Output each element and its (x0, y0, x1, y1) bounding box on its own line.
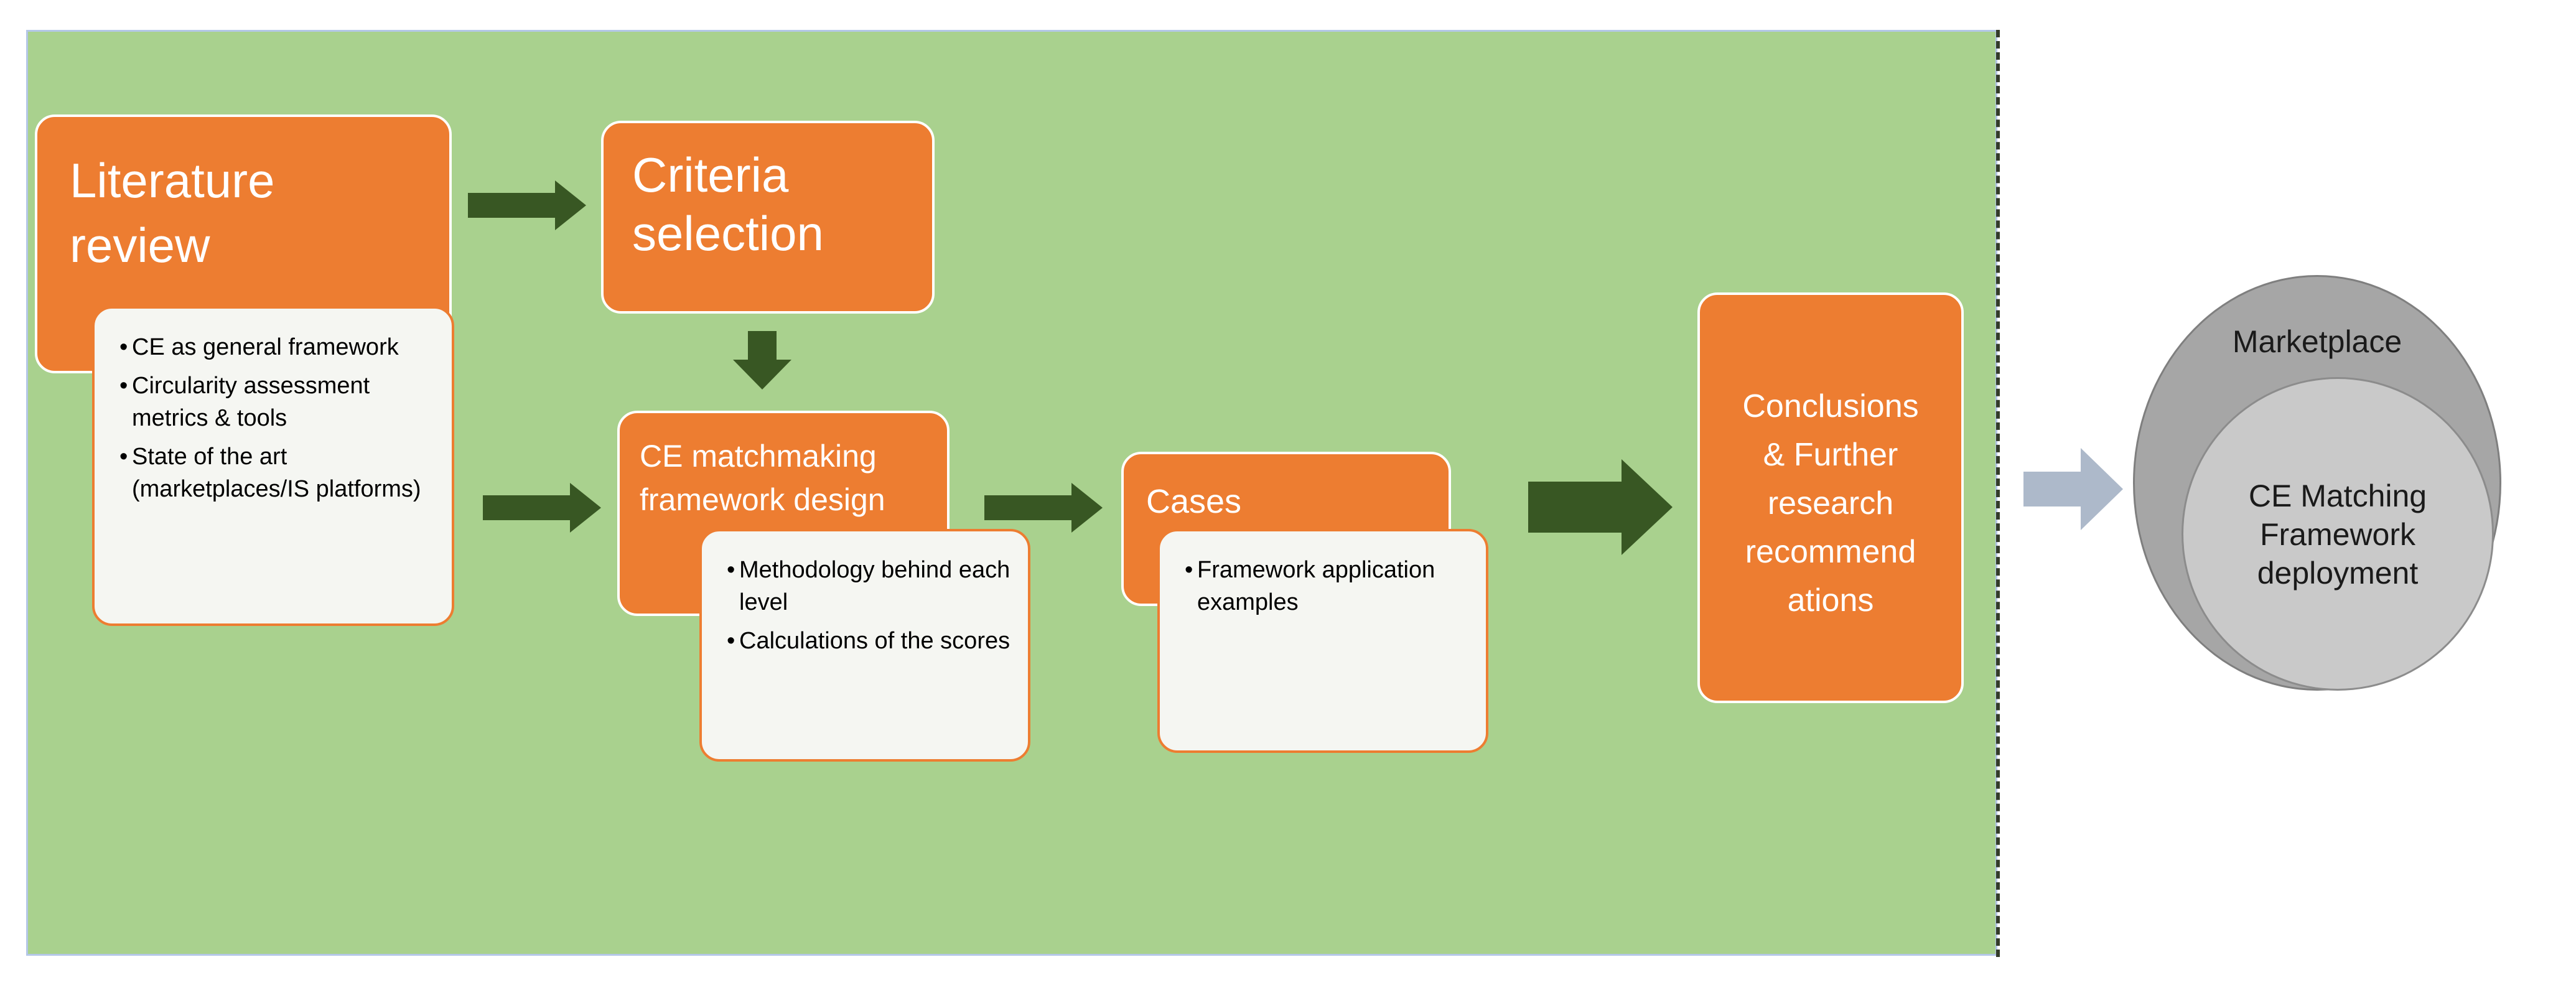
matchmaking-title: CE matchmaking framework design (640, 439, 885, 517)
framework-deployment-label: CE Matching Framework deployment (2248, 478, 2427, 591)
framework-deployment-circle (2182, 377, 2494, 691)
list-item: Framework application examples (1185, 554, 1473, 619)
list-item: Methodology behind each level (727, 554, 1015, 619)
arrow-right-icon (984, 483, 1103, 533)
cases-title: Cases (1146, 483, 1242, 520)
matchmaking-details: Methodology behind each level Calculatio… (699, 529, 1030, 762)
arrow-right-icon (1528, 459, 1673, 555)
list-item: Calculations of the scores (727, 625, 1015, 657)
marketplace-label: Marketplace (2232, 324, 2402, 359)
matchmaking-list: Methodology behind each level Calculatio… (727, 554, 1015, 657)
list-item: CE as general framework (119, 331, 439, 363)
criteria-selection-box: Criteria selection (601, 121, 935, 314)
literature-review-list: CE as general framework Circularity asse… (119, 331, 439, 505)
list-item: State of the art (marketplaces/IS platfo… (119, 441, 439, 505)
arrow-right-icon (468, 180, 586, 230)
literature-review-title: Literature review (70, 153, 275, 273)
list-item: Circularity assessment metrics & tools (119, 370, 439, 434)
conclusions-box: Conclusions & Further research recommend… (1697, 292, 1964, 703)
conclusions-title: Conclusions & Further research recommend… (1742, 388, 1919, 619)
arrow-right-grey-icon (2023, 448, 2123, 530)
literature-review-details: CE as general framework Circularity asse… (92, 306, 454, 626)
cases-details: Framework application examples (1157, 529, 1488, 753)
cases-list: Framework application examples (1185, 554, 1473, 619)
criteria-selection-title: Criteria selection (632, 147, 824, 261)
arrow-down-icon (733, 331, 791, 390)
arrow-right-icon (483, 483, 601, 533)
dashed-divider (1996, 30, 2000, 957)
